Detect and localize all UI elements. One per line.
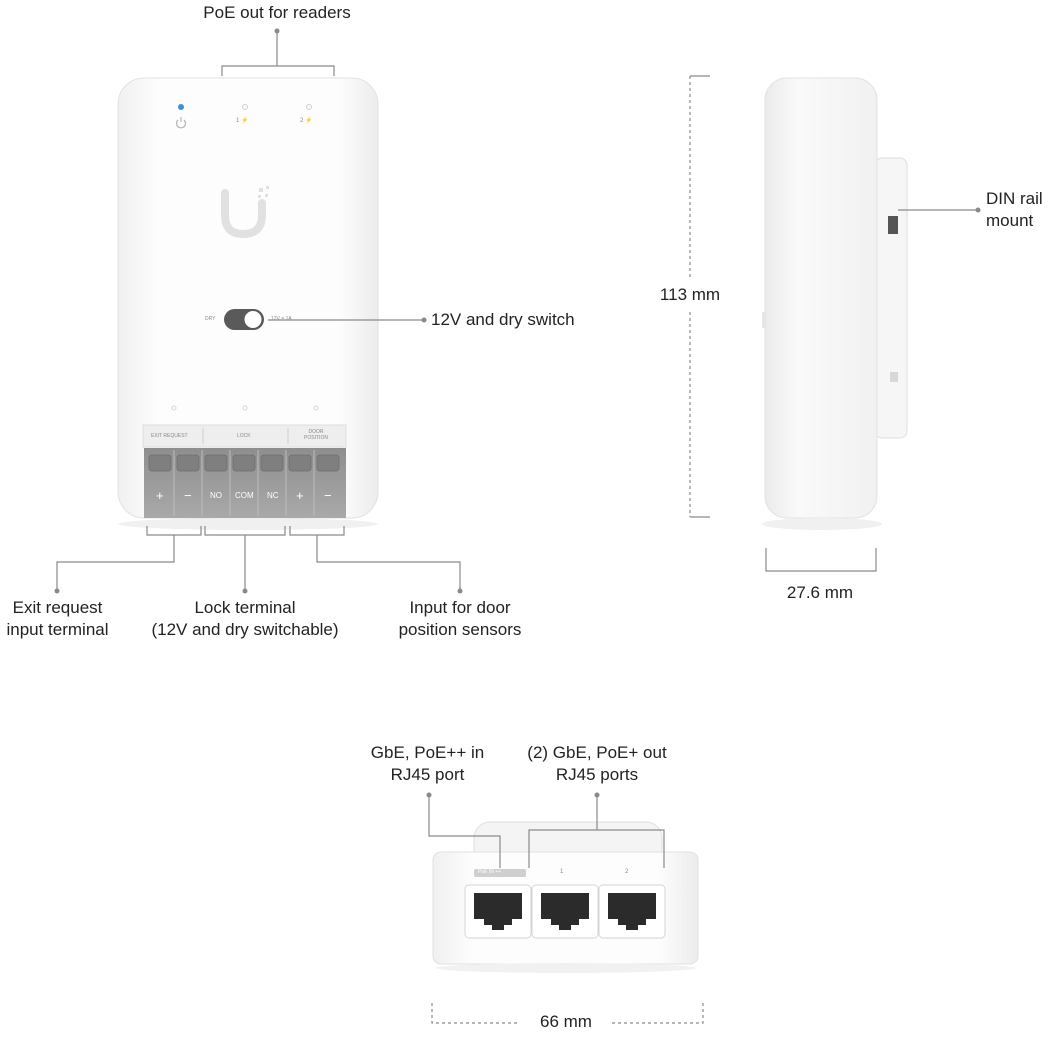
power-icon bbox=[175, 117, 187, 129]
callout-poe-in: GbE, PoE++ in RJ45 port bbox=[370, 743, 485, 784]
callout-dots bbox=[54, 28, 981, 798]
rear-label-port1: 1 bbox=[560, 869, 564, 875]
rear-label-port2: 2 bbox=[625, 869, 629, 875]
callout-switch: 12V and dry switch bbox=[431, 310, 575, 329]
callout-din-rail: DIN rail mount bbox=[986, 189, 1043, 230]
terminal-no: NO bbox=[210, 491, 222, 500]
mode-switch bbox=[224, 309, 264, 330]
front-view bbox=[117, 77, 379, 530]
switch-label-dry: DRY bbox=[205, 316, 216, 322]
group-label-lock: LOCK bbox=[237, 433, 251, 439]
dimension-depth: 27.6 mm bbox=[786, 583, 854, 602]
terminal-door-minus: − bbox=[324, 488, 332, 503]
dimension-width: 66 mm bbox=[540, 1012, 592, 1031]
terminal-exit-minus: − bbox=[184, 488, 192, 503]
switch-label-12v: 12V = 1A bbox=[271, 316, 292, 322]
callout-exit-request: Exit request input terminal bbox=[6, 598, 109, 639]
callout-lock-terminal: Lock terminal (12V and dry switchable) bbox=[151, 598, 339, 639]
rj45-port-2 bbox=[608, 893, 656, 930]
rear-label-poe-in: PoE IN ++ bbox=[478, 869, 502, 875]
callout-poe-out: (2) GbE, PoE+ out RJ45 ports bbox=[527, 743, 667, 784]
terminal-door-plus: + bbox=[296, 488, 304, 503]
callout-lines bbox=[56, 32, 977, 1024]
callout-poe-out-readers: PoE out for readers bbox=[203, 3, 351, 22]
terminal-nc: NC bbox=[267, 491, 279, 500]
port-view bbox=[432, 821, 699, 973]
rj45-port-1 bbox=[541, 893, 589, 930]
dimension-height: 113 mm bbox=[640, 284, 740, 306]
side-view bbox=[762, 77, 908, 530]
status-led bbox=[178, 104, 184, 110]
callout-door-position: Input for door position sensors bbox=[398, 598, 522, 639]
terminal-com: COM bbox=[235, 491, 254, 500]
group-label-door: DOOR POSITION bbox=[304, 429, 328, 441]
rj45-port-poe-in bbox=[474, 893, 522, 930]
port1-led-label: 1 ⚡ bbox=[236, 118, 249, 124]
terminal-exit-plus: + bbox=[156, 488, 164, 503]
group-label-exit: EXIT REQUEST bbox=[151, 433, 188, 439]
ubiquiti-logo-icon bbox=[221, 186, 269, 239]
port2-led-label: 2 ⚡ bbox=[300, 118, 313, 124]
